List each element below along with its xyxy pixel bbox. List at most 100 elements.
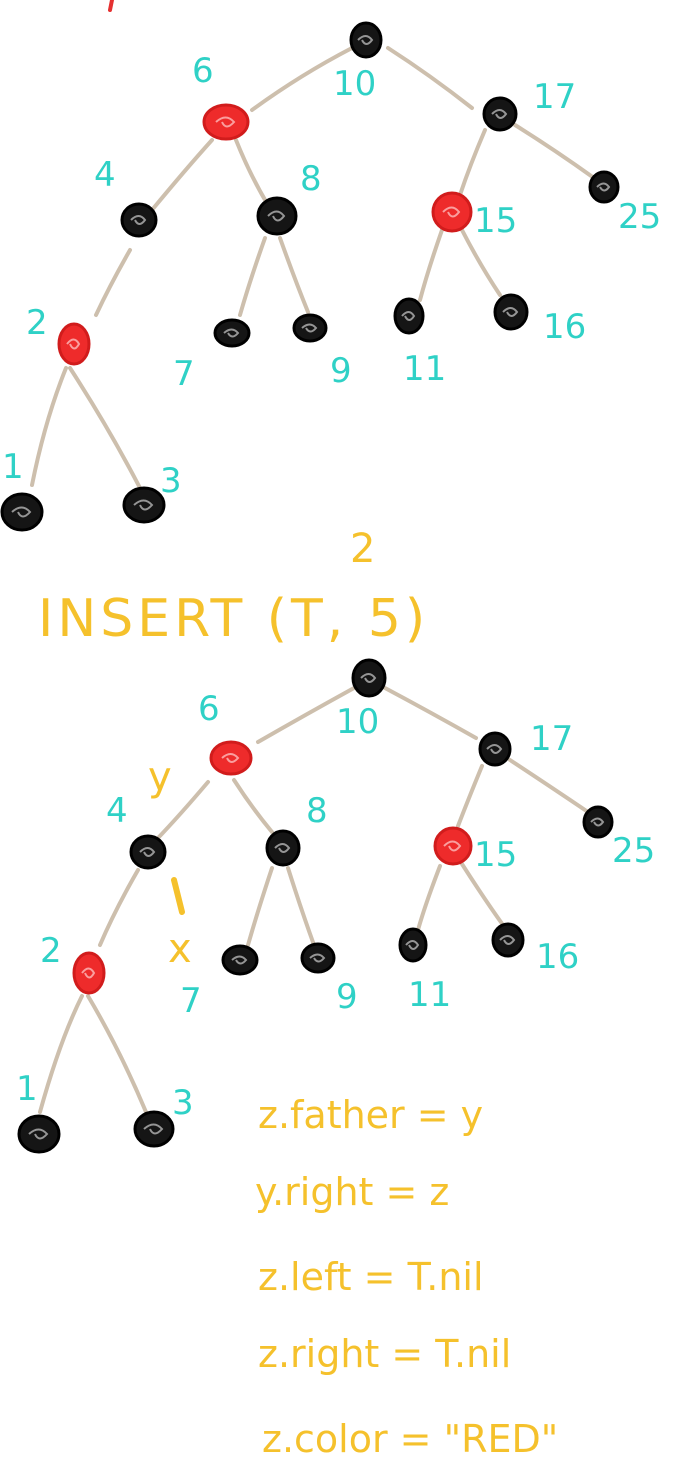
node-b-16 [491, 922, 525, 958]
node-b-8 [265, 829, 301, 867]
red-tick-mark [108, 0, 114, 12]
node-25 [588, 170, 620, 204]
node-b-7 [221, 944, 259, 976]
edge-b-17-25 [508, 758, 590, 814]
tree-bottom: 10 6 17 4 8 15 25 2 7 9 11 16 1 3 y x [16, 658, 655, 1154]
label-b-11: 11 [408, 975, 451, 1015]
label-10: 10 [333, 64, 376, 104]
node-b-11 [398, 927, 428, 963]
edge-2-3 [68, 366, 142, 490]
edge-b-15-16 [460, 862, 505, 927]
edge-15-16 [460, 228, 502, 297]
edge-b-17-15 [456, 764, 484, 828]
label-b-17: 17 [530, 719, 573, 759]
label-b-15: 15 [474, 835, 517, 875]
label-b-9: 9 [336, 977, 358, 1017]
step-5: z.color = "RED" [262, 1417, 558, 1461]
label-1: 1 [2, 447, 24, 487]
label-8: 8 [300, 159, 322, 199]
node-7 [213, 318, 251, 348]
node-b-15 [433, 826, 473, 866]
edge-6-4 [150, 138, 214, 212]
label-9: 9 [330, 351, 352, 391]
insert-title: INSERT (T, 5) [38, 589, 429, 649]
node-9 [292, 313, 328, 343]
node-b-4 [129, 834, 167, 870]
insert-step-number: 2 [350, 526, 375, 572]
edge-b-10-6 [256, 686, 356, 744]
tree-bottom-edges [38, 686, 590, 1114]
label-b-3: 3 [172, 1083, 194, 1123]
label-b-1: 1 [16, 1069, 38, 1109]
edge-6-8 [234, 138, 270, 207]
node-10 [349, 21, 383, 59]
step-3: z.left = T.nil [258, 1255, 484, 1299]
edge-2-1 [30, 366, 68, 487]
edge-b-8-7 [246, 866, 274, 947]
step-1: z.father = y [258, 1093, 483, 1137]
node-17 [482, 96, 518, 132]
label-3: 3 [160, 461, 182, 501]
tree-top: 10 6 17 4 8 15 25 2 7 9 11 16 1 3 [0, 21, 661, 532]
label-6: 6 [192, 51, 214, 91]
edge-8-9 [278, 236, 310, 314]
edge-b-2-3 [86, 994, 148, 1114]
step-2: y.right = z [255, 1170, 449, 1214]
node-15 [431, 191, 473, 233]
label-17: 17 [533, 77, 576, 117]
node-b-25 [582, 805, 614, 839]
edge-b-6-4 [156, 780, 210, 840]
label-b-2: 2 [40, 931, 62, 971]
label-b-16: 16 [536, 937, 579, 977]
label-2: 2 [26, 303, 48, 343]
edge-b-6-8 [232, 778, 274, 834]
edge-4-2 [94, 248, 132, 317]
edge-b-15-11 [416, 864, 442, 932]
node-b-17 [478, 731, 512, 767]
label-11: 11 [403, 349, 446, 389]
node-b-1 [17, 1114, 61, 1154]
edge-b-10-17 [383, 686, 478, 740]
edge-17-25 [513, 123, 596, 180]
node-3 [122, 486, 166, 524]
label-b-6: 6 [198, 689, 220, 729]
node-b-9 [300, 942, 336, 974]
node-8 [256, 196, 298, 236]
label-4: 4 [94, 155, 116, 195]
label-b-8: 8 [306, 791, 328, 831]
edge-8-7 [238, 236, 267, 317]
insert-position-stroke [171, 877, 185, 915]
node-1 [0, 492, 44, 532]
tree-top-edges [30, 46, 596, 490]
label-b-10: 10 [336, 702, 379, 742]
label-25: 25 [618, 197, 661, 237]
edge-10-17 [386, 46, 474, 110]
y-marker: y [148, 754, 172, 800]
edge-b-2-1 [38, 994, 84, 1114]
node-2 [57, 322, 91, 366]
insert-heading: 2 INSERT (T, 5) [38, 526, 429, 649]
edge-17-15 [458, 128, 487, 197]
label-16: 16 [543, 307, 586, 347]
insert-steps: z.father = y y.right = z z.left = T.nil … [255, 1093, 558, 1461]
node-b-10 [351, 658, 387, 698]
label-b-7: 7 [180, 981, 202, 1021]
edge-15-11 [418, 228, 444, 302]
label-7: 7 [173, 354, 195, 394]
node-16 [493, 293, 529, 331]
edge-b-4-2 [98, 868, 140, 947]
node-11 [393, 297, 425, 335]
node-4 [120, 202, 158, 238]
label-b-4: 4 [106, 791, 128, 831]
edge-b-8-9 [286, 866, 316, 947]
node-b-6 [209, 740, 253, 776]
edge-10-6 [250, 46, 354, 112]
node-6 [202, 103, 250, 141]
step-4: z.right = T.nil [258, 1332, 511, 1376]
node-b-2 [72, 951, 106, 995]
node-b-3 [133, 1110, 175, 1148]
label-15: 15 [474, 201, 517, 241]
label-b-25: 25 [612, 831, 655, 871]
x-marker: x [168, 926, 192, 972]
